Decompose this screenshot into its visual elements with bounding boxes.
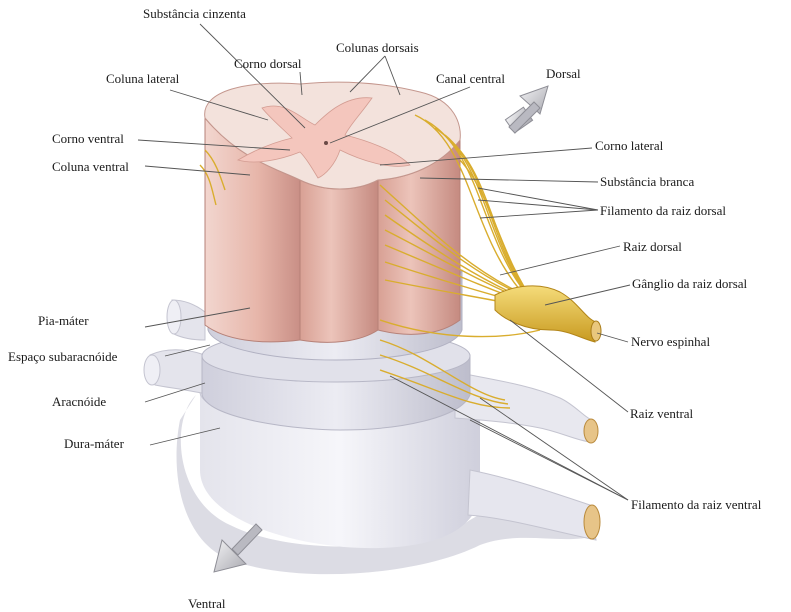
label-corno-ventral: Corno ventral [52,131,124,146]
label-pia-mater: Pia-máter [38,313,89,328]
spinal-cord-columns [205,82,461,342]
dorsal-root-ganglion [495,286,601,342]
label-raiz-dorsal: Raiz dorsal [623,239,682,254]
label-ganglio-raiz-dorsal: Gânglio da raiz dorsal [632,276,747,291]
label-corno-lateral: Corno lateral [595,138,663,153]
label-nervo-espinhal: Nervo espinhal [631,334,710,349]
label-dorsal-direction: Dorsal [546,66,581,81]
label-coluna-ventral: Coluna ventral [52,159,129,174]
label-dura-mater: Dura-máter [64,436,124,451]
dorsal-arrow [505,86,548,133]
label-ventral-direction: Ventral [188,596,226,611]
label-corno-dorsal: Corno dorsal [234,56,302,71]
label-espaco-subaracnoide: Espaço subaracnóide [8,349,117,364]
label-filamento-raiz-dorsal: Filamento da raiz dorsal [600,203,726,218]
label-colunas-dorsais: Colunas dorsais [336,40,419,55]
label-raiz-ventral: Raiz ventral [630,406,693,421]
label-filamento-raiz-ventral: Filamento da raiz ventral [631,497,761,512]
label-substancia-branca: Substância branca [600,174,694,189]
label-coluna-lateral: Coluna lateral [106,71,179,86]
label-substancia-cinzenta: Substância cinzenta [143,6,246,21]
label-canal-central: Canal central [436,71,505,86]
label-aracnoide: Aracnóide [52,394,106,409]
